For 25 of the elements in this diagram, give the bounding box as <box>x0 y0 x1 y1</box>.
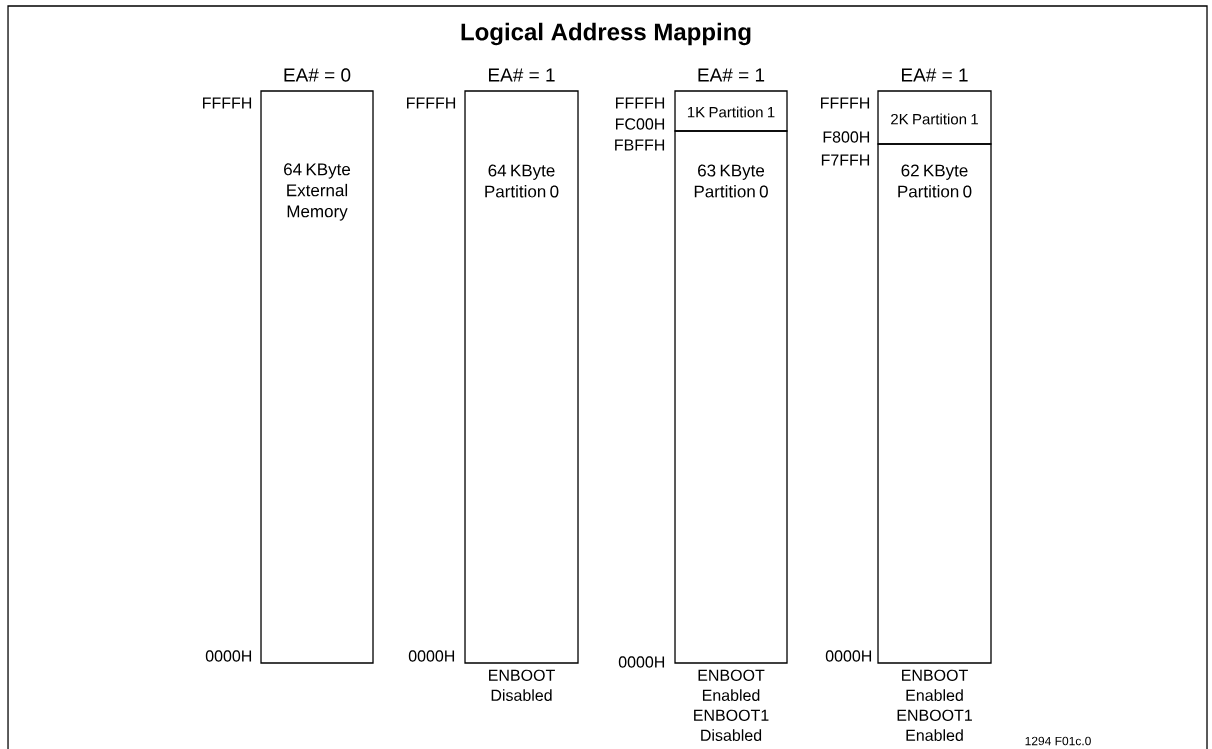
configuration-caption: ENBOOT Enabled ENBOOT1 Enabled <box>897 669 972 741</box>
region-label: 1K Partition 1 <box>687 106 775 118</box>
figure-number: 1294 F01c.0 <box>1025 736 1091 746</box>
address-label: FFFFH <box>616 97 665 109</box>
address-label: FFFFH <box>407 97 456 109</box>
address-label: FBFFH <box>615 139 665 151</box>
column-heading: EA# = 0 <box>284 68 351 82</box>
address-label: F7FFH <box>821 154 870 166</box>
region-label: 62 KByte Partition 0 <box>898 164 972 198</box>
region-label: 63 KByte Partition 0 <box>694 164 768 198</box>
column-heading: EA# = 1 <box>489 68 555 82</box>
address-label: FFFFH <box>821 97 870 109</box>
column-heading: EA# = 1 <box>698 68 765 82</box>
address-label: 0000H <box>618 656 665 668</box>
address-label: FC00H <box>616 118 665 130</box>
region-label: 2K Partition 1 <box>891 113 978 125</box>
address-label: 0000H <box>825 650 872 662</box>
title: Logical Address Mapping <box>461 22 751 46</box>
address-label: 0000H <box>408 650 455 662</box>
region-label: 64 KByte External Memory <box>284 163 351 221</box>
column-heading: EA# = 1 <box>902 68 968 82</box>
configuration-caption: ENBOOT Enabled ENBOOT1 Disabled <box>694 669 769 741</box>
region-label: 64 KByte Partition 0 <box>485 164 559 198</box>
configuration-caption: ENBOOT Disabled <box>489 669 555 701</box>
address-label: F800H <box>823 131 870 143</box>
